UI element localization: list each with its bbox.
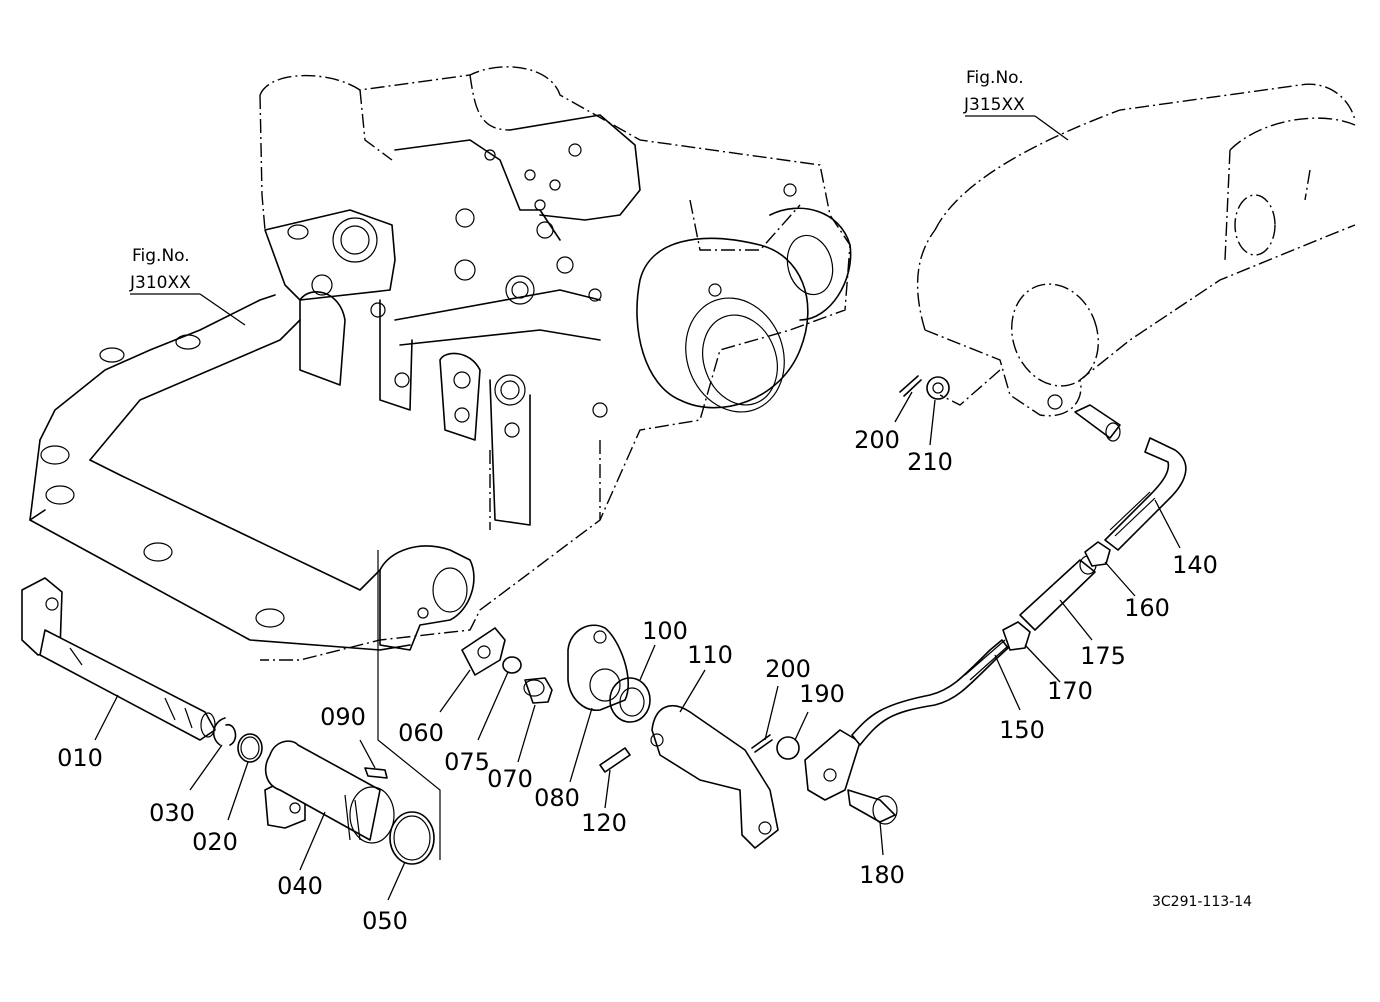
callout-200-upper: 200 [854,426,900,454]
part-060-plate [461,627,506,676]
callout-110: 110 [687,641,733,669]
part-100-washer [609,677,651,723]
callout-020: 020 [192,828,238,856]
figure-ref-line1: Fig.No. [966,68,1024,88]
callout-100: 100 [642,617,688,645]
part-030-circlip [212,717,237,746]
part-040-sleeve [264,740,395,844]
callout-180: 180 [859,861,905,889]
part-170-nut [1002,621,1031,651]
callout-075: 075 [444,748,490,776]
part-210-washer [926,376,950,400]
part-180-clevis-pin [847,789,898,825]
frame-line [377,550,441,860]
part-200-cotter-pin-upper [899,375,922,397]
part-010-shaft [21,577,216,741]
part-160-nut [1084,541,1111,567]
part-090-key [364,767,388,779]
callout-010: 010 [57,744,103,772]
callout-050: 050 [362,907,408,935]
hydraulic-housing [29,66,852,661]
callout-030: 030 [149,799,195,827]
callout-150: 150 [999,716,1045,744]
clevis [804,729,861,801]
part-110-lever-arm [650,704,779,849]
callout-200-lower: 200 [765,655,811,683]
part-075-spring-washer [502,656,522,674]
callout-170: 170 [1047,677,1093,705]
callout-120: 120 [581,809,627,837]
part-150-rod [851,639,1009,746]
part-050-o-ring [389,811,435,865]
figure-ref-j310: Fig.No. J310XX [129,246,191,293]
callout-090: 090 [320,703,366,731]
leader-lines [94,115,1181,901]
callout-070: 070 [487,765,533,793]
part-175-turnbuckle [1019,555,1097,631]
callout-060: 060 [398,719,444,747]
part-200-cotter-pin-lower [751,734,773,753]
part-140-rod [1074,404,1187,551]
figure-ref-j315: Fig.No. J315XX [963,68,1025,115]
callout-160: 160 [1124,594,1170,622]
figure-ref-line2: J315XX [963,95,1025,115]
callout-140: 140 [1172,551,1218,579]
callout-210: 210 [907,448,953,476]
callout-190: 190 [799,680,845,708]
document-id: 3C291-113-14 [1152,894,1252,910]
part-120-pin [599,747,631,773]
part-070-bolt [523,677,553,704]
callout-080: 080 [534,784,580,812]
part-190-washer [776,736,800,760]
part-080-lever-plate [567,624,629,711]
callout-175: 175 [1080,642,1126,670]
part-020-o-ring [237,733,263,763]
callout-040: 040 [277,872,323,900]
figure-ref-line1: Fig.No. [132,246,190,266]
callout-labels: 010 020 030 040 050 060 070 075 080 090 … [57,426,1218,935]
figure-ref-line2: J310XX [129,273,191,293]
lift-arm-phantom [916,83,1356,417]
